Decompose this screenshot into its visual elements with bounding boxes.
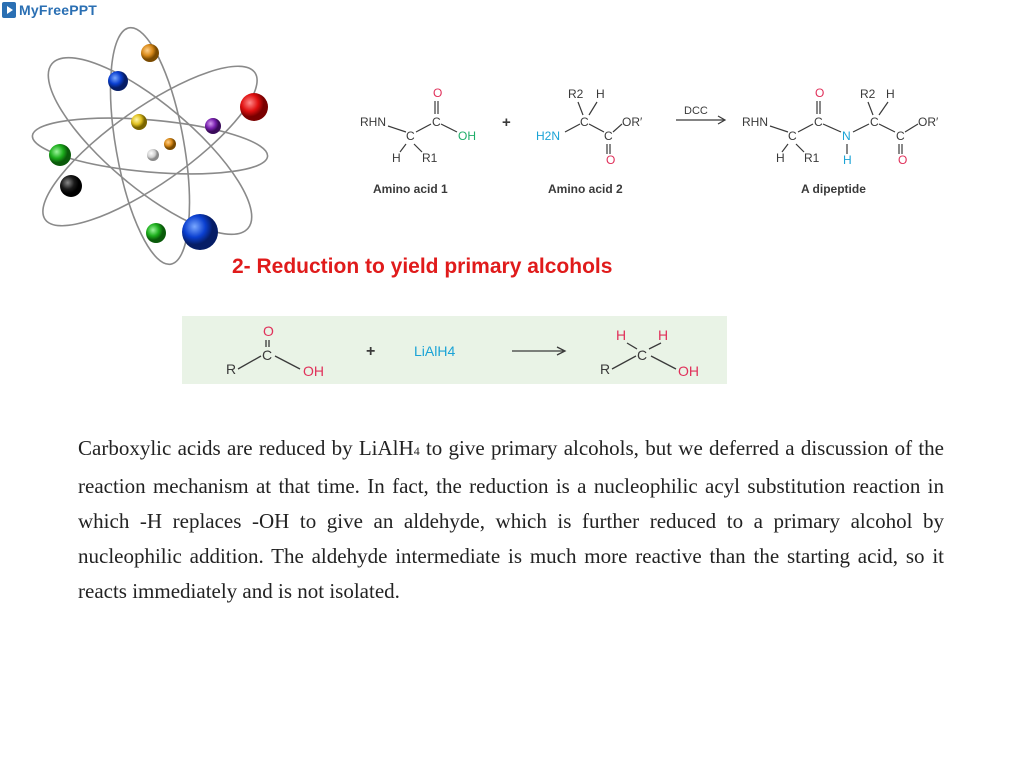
peptide-coupling-scheme: RHN C C O OH H R1 Amino acid 1 + R2 H C …: [360, 86, 939, 196]
carbonyl-carbon-label: C: [262, 347, 272, 363]
plus-sign: +: [366, 343, 375, 360]
brand-name: MyFreePPT: [19, 2, 98, 18]
r-group-label: R: [600, 361, 610, 377]
amino-acid-1: RHN C C O OH H R1 Amino acid 1: [360, 86, 476, 196]
atom-illustration: [31, 26, 269, 266]
rhn-label: RHN: [742, 115, 768, 129]
rhn-label: RHN: [360, 115, 386, 129]
play-icon: [2, 2, 16, 18]
dipeptide: RHN C C O H R1 N H R2 H C C OR′ O A dipe…: [742, 86, 939, 196]
amide-h-label: H: [843, 153, 852, 167]
alpha-h-label: H: [392, 151, 401, 165]
body-text-2: to give primary alcohols, but we deferre…: [78, 436, 944, 603]
h-label: H: [596, 87, 605, 101]
hydroxyl-label: OH: [458, 129, 476, 143]
amino-acid-1-caption: Amino acid 1: [373, 182, 448, 196]
carbonyl-oxygen-label: O: [433, 86, 442, 100]
h-label: H: [886, 87, 895, 101]
section-heading: 2- Reduction to yield primary alcohols: [232, 255, 613, 278]
plus-sign: +: [502, 114, 511, 131]
alpha-carbon-label: C: [788, 129, 797, 143]
r1-label: R1: [422, 151, 438, 165]
ester-label: OR′: [918, 115, 939, 129]
carbonyl-oxygen-label: O: [263, 323, 274, 339]
body-paragraph: Carboxylic acids are reduced by LiAlH4 t…: [78, 431, 944, 609]
hydrogen-label-2: H: [658, 327, 668, 343]
ester-carbon-label: C: [896, 129, 905, 143]
amino-acid-2: R2 H C H2N C OR′ O Amino acid 2: [536, 87, 643, 196]
r-group-label: R: [226, 361, 236, 377]
amide-oxygen-label: O: [815, 86, 824, 100]
amide-nitrogen-label: N: [842, 129, 851, 143]
hydroxyl-label: OH: [303, 363, 324, 379]
alpha-carbon-label: C: [580, 115, 589, 129]
amino-acid-2-caption: Amino acid 2: [548, 182, 623, 196]
dipeptide-caption: A dipeptide: [801, 182, 866, 196]
carbinol-carbon-label: C: [637, 347, 647, 363]
carbonyl-carbon-label: C: [432, 115, 441, 129]
alpha-h-label: H: [776, 151, 785, 165]
body-subscript: 4: [413, 444, 420, 458]
alpha-carbon-label: C: [406, 129, 415, 143]
ester-oxygen-label: O: [898, 153, 907, 167]
alpha-carbon-2-label: C: [870, 115, 879, 129]
carbonyl-carbon-label: C: [604, 129, 613, 143]
r1-label: R1: [804, 151, 820, 165]
amine-label: H2N: [536, 129, 560, 143]
dcc-label: DCC: [684, 105, 708, 117]
carbonyl-oxygen-label: O: [606, 153, 615, 167]
r2-label: R2: [860, 87, 876, 101]
ester-label: OR′: [622, 115, 643, 129]
hydroxyl-label: OH: [678, 363, 699, 379]
amide-carbon-label: C: [814, 115, 823, 129]
hydrogen-label-1: H: [616, 327, 626, 343]
r2-label: R2: [568, 87, 584, 101]
body-text-1: Carboxylic acids are reduced by LiAlH: [78, 436, 414, 460]
reduction-scheme: R C O OH + LiAlH4 R C H H OH: [182, 316, 727, 384]
lialh4-reagent: LiAlH4: [414, 343, 455, 359]
brand-logo: MyFreePPT: [2, 2, 97, 18]
